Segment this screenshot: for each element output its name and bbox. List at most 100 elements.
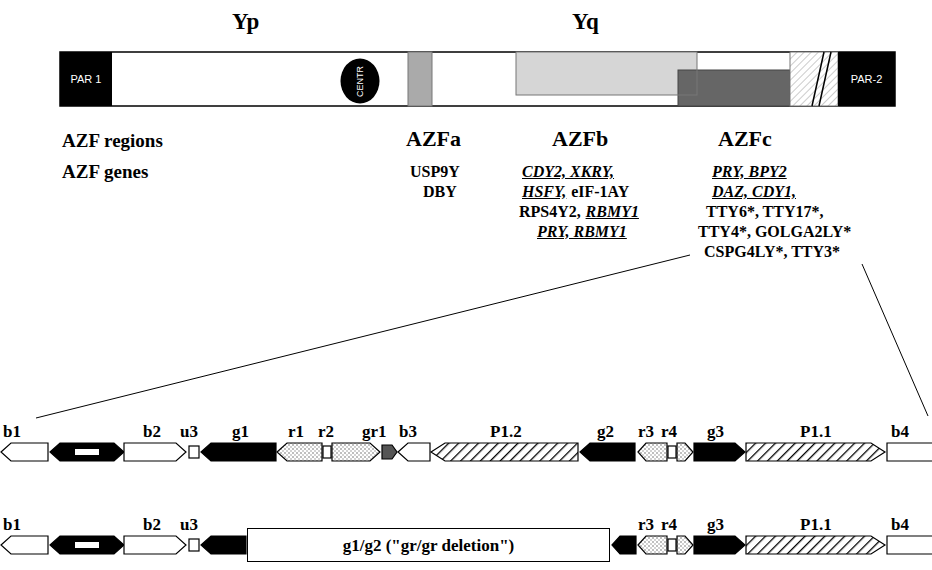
gene-name: PRY, BPY2 — [712, 164, 787, 180]
row-heading-line: AZF regions — [62, 131, 163, 150]
gene-name: CSPG4LY*, TTY3* — [704, 244, 840, 260]
gene-name-line: CSPG4LY*, TTY3* — [704, 244, 840, 260]
row-heading: AZF genes — [62, 162, 148, 181]
amplicon-label-line: b4 — [891, 516, 909, 533]
amplicon-label-line: b1 — [3, 423, 21, 440]
gene-name: DBY — [423, 184, 457, 200]
amplicon-label: r1 — [288, 423, 304, 440]
gene-name-line: HSFY, eIF-1AY — [522, 184, 629, 200]
p1-1-arrow — [746, 443, 885, 461]
arm-label: Yp — [232, 10, 259, 33]
par-box: PAR 1 — [60, 52, 112, 106]
node-text: PAR-2 — [851, 74, 883, 85]
gene-name: USP9Y — [410, 164, 460, 180]
amplicon-label: b4 — [891, 423, 909, 440]
azfc-region — [678, 70, 790, 106]
gene-name: RPS4Y2, — [519, 204, 581, 220]
amplicon-label: r4 — [661, 423, 677, 440]
r2-arrow — [332, 443, 380, 461]
amplicon-row-left — [1, 443, 199, 461]
amplicon-label: b2 — [143, 423, 161, 440]
amplicon-label-line: g3 — [707, 516, 724, 533]
g1-remnant-arrow — [201, 536, 246, 554]
amplicon-label-line: gr1 — [362, 423, 387, 440]
gene-name: PRY, RBMY1 — [537, 224, 627, 240]
b1-arrow — [1, 443, 48, 461]
amplicon-label-line: g3 — [707, 423, 724, 440]
amplicon-label: b1 — [3, 516, 21, 533]
amplicon-label-line: b1 — [3, 516, 21, 533]
gene-name: eIF-1AY — [571, 184, 629, 200]
amplicon-label-line: b3 — [399, 423, 417, 440]
break-mark — [812, 52, 824, 106]
amplicon-label: g3 — [707, 423, 724, 440]
p1-2-arrow — [431, 443, 578, 461]
break-mark — [819, 52, 831, 106]
amplicon-label: g3 — [707, 516, 724, 533]
heterochromatin-region — [790, 52, 838, 106]
g3-arrow — [694, 443, 745, 461]
b3-arrow — [398, 443, 430, 461]
amplicon-label: r2 — [318, 423, 334, 440]
amplicon-label-line: g1 — [232, 423, 249, 440]
amplicon-label: r3 — [638, 423, 654, 440]
chromosome-bar — [60, 52, 895, 106]
amplicon-label: P1.1 — [800, 423, 832, 440]
amplicon-row-right — [638, 536, 932, 554]
arm-label: Yq — [572, 10, 599, 33]
arm-label-line: Yp — [232, 10, 259, 33]
arm-label-line: Yq — [572, 10, 599, 33]
row-heading-line: AZF genes — [62, 162, 148, 181]
amplicon-label: g2 — [597, 423, 614, 440]
amplicon-label: u3 — [180, 516, 198, 533]
amplicon-label-line: r3 — [638, 423, 654, 440]
amplicon-label: b3 — [399, 423, 417, 440]
amplicon-label: gr1 — [362, 423, 387, 440]
node-text: PAR 1 — [71, 74, 102, 85]
gene-name: TTY6*, TTY17*, — [706, 204, 824, 220]
par-box: PAR-2 — [838, 52, 895, 106]
region-label: AZFb — [552, 128, 608, 150]
amplicon-label: b4 — [891, 516, 909, 533]
amplicon-row-left — [1, 536, 199, 554]
amplicon-label-line: r3 — [638, 516, 654, 533]
amplicon-label-line: u3 — [180, 423, 198, 440]
arrow-insert — [75, 449, 99, 455]
row-heading: AZF regions — [62, 131, 163, 150]
gene-name: HSFY, — [522, 184, 566, 200]
gene-name-line: USP9Y — [410, 164, 460, 180]
u3-square — [189, 446, 199, 458]
gene-name-line: DAZ, CDY1, — [712, 184, 796, 200]
region-label-line: AZFb — [552, 128, 608, 150]
region-label-line: AZFa — [406, 128, 461, 150]
centromere-shape — [341, 59, 380, 104]
gene-name: RBMY1 — [586, 204, 639, 220]
g1-arrow — [201, 443, 276, 461]
amplicon-label: r4 — [661, 516, 677, 533]
leader-line — [36, 255, 690, 418]
r1-arrow — [277, 443, 322, 461]
amplicon-label-line: b2 — [143, 423, 161, 440]
region-label-line: AZFc — [718, 128, 772, 150]
amplicon-row-right — [638, 443, 932, 461]
region-label: AZFc — [718, 128, 772, 150]
double-arrow — [50, 443, 124, 461]
deletion-box: g1/g2 ("gr/gr deletion") — [247, 528, 610, 562]
centromere-ellipse: CENTR — [340, 58, 380, 104]
gene-name-line: PRY, BPY2 — [712, 164, 787, 180]
amplicon-label-line: u3 — [180, 516, 198, 533]
r3-arrow — [638, 443, 667, 461]
amplicon-label-line: r2 — [318, 423, 334, 440]
amplicon-label-line: r4 — [661, 423, 677, 440]
gene-name: CDY2, XKRY, — [522, 164, 614, 180]
amplicon-label: g1 — [232, 423, 249, 440]
gene-name-line: CDY2, XKRY, — [522, 164, 614, 180]
leader-line — [862, 264, 928, 416]
gene-name-line: TTY6*, TTY17*, — [706, 204, 824, 220]
gene-name: DAZ, CDY1, — [712, 184, 796, 200]
amplicon-label-line: r4 — [661, 516, 677, 533]
amplicon-label-line: P1.1 — [800, 423, 832, 440]
amplicon-label-line: g2 — [597, 423, 614, 440]
gene-name-line: RPS4Y2, RBMY1 — [519, 204, 639, 220]
